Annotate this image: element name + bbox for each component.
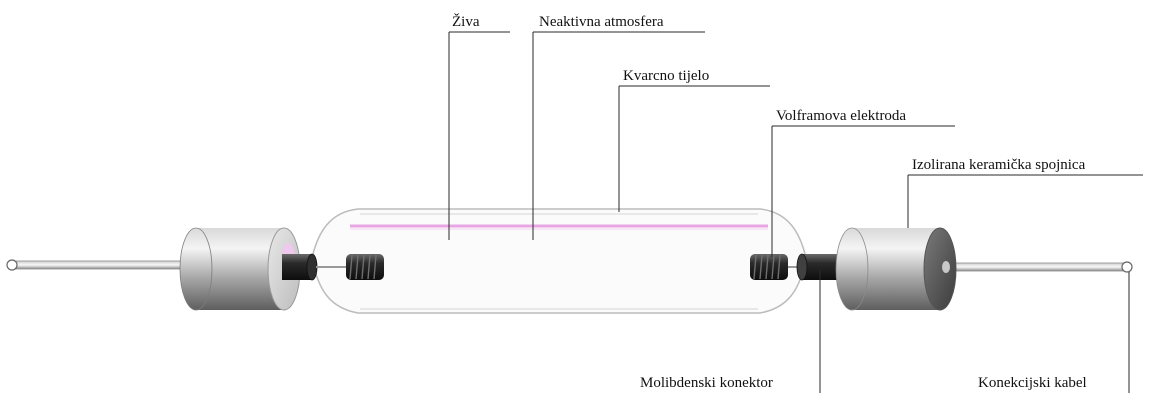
label-ceramic-connector: Izolirana keramička spojnica: [912, 157, 1086, 173]
label-molybdenum-connector: Molibdenski konektor: [640, 375, 773, 391]
label-inert-atmosphere: Neaktivna atmosfera: [539, 14, 664, 30]
right-ceramic-connector: [835, 227, 957, 311]
quartz-tube: [311, 208, 807, 314]
right-molybdenum-connector: [796, 253, 840, 281]
left-connection-cable: [6, 259, 189, 271]
label-connection-cable: Konekcijski kabel: [978, 375, 1087, 391]
label-mercury: Živa: [452, 13, 480, 30]
right-tungsten-electrode: [750, 254, 802, 280]
right-connection-cable: [945, 261, 1133, 273]
leader-lines: [448, 31, 1143, 393]
label-tungsten-electrode: Volframova elektroda: [776, 108, 906, 124]
left-molybdenum-connector: [282, 253, 318, 281]
label-quartz-body: Kvarcno tijelo: [623, 68, 709, 84]
left-tungsten-electrode: [316, 254, 384, 280]
